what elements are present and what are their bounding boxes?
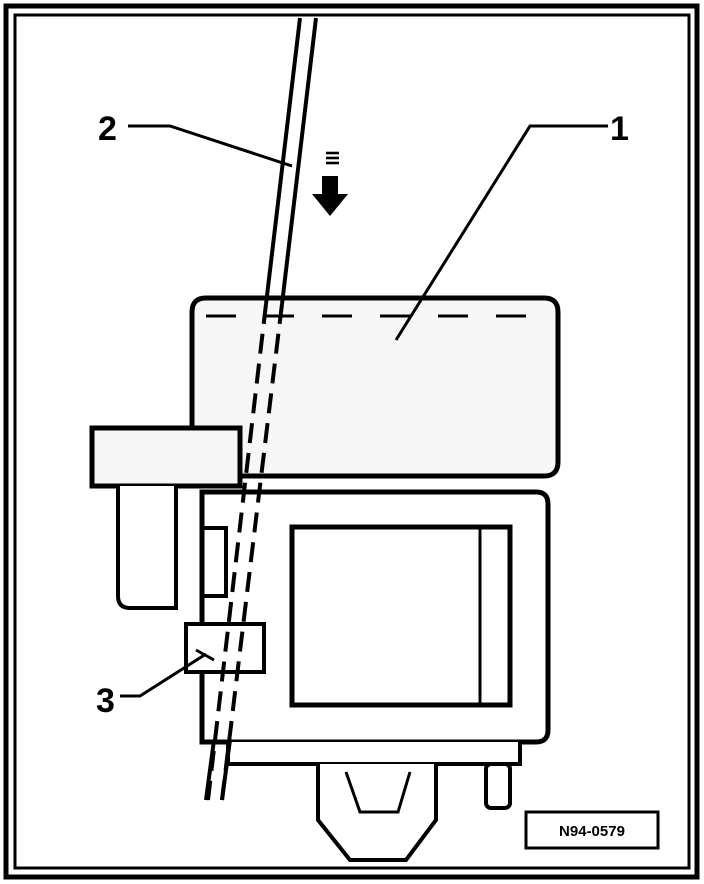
- relay-base: [226, 742, 522, 766]
- arrow-marker-label: III: [322, 150, 342, 165]
- relay-foot-pin: [484, 762, 512, 810]
- callout-line-2: [128, 124, 293, 168]
- reference-code: N94-0579: [559, 823, 625, 840]
- callout-line-1: [394, 124, 608, 341]
- tool-tip-a: [204, 739, 216, 801]
- tool-shaft-hidden-a: [206, 303, 268, 801]
- tool-shaft-hidden-b: [220, 303, 284, 801]
- relay-window: [289, 524, 513, 708]
- callout-1: 1: [610, 110, 629, 148]
- mounting-bracket: [89, 425, 243, 489]
- relay-left-notches: [200, 492, 228, 742]
- tool-shaft-a: [264, 17, 302, 305]
- callout-line-3: [120, 652, 207, 698]
- reference-code-box: [524, 810, 660, 850]
- arrow-down-icon: III: [312, 150, 348, 216]
- callout-3: 3: [96, 682, 115, 720]
- connector-inner: [344, 771, 412, 814]
- tool-tip-b: [220, 739, 232, 801]
- bracket-leg: [116, 486, 178, 610]
- relay-housing-top: [189, 295, 561, 479]
- callout-2: 2: [98, 110, 117, 148]
- tool-shaft-b: [280, 17, 318, 305]
